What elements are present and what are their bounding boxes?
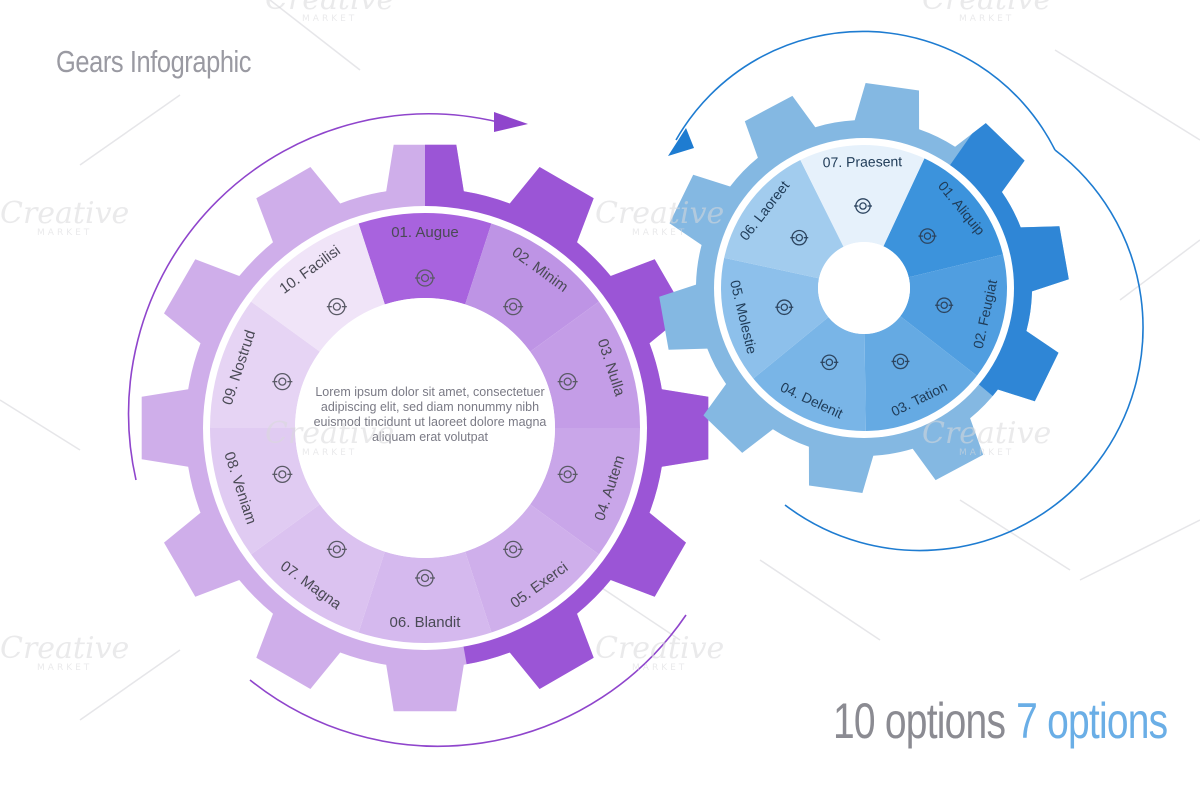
globe-icon — [503, 540, 524, 559]
rocket-icon — [820, 354, 839, 371]
option-count-ten: 10 options — [833, 693, 1006, 749]
blue-segment-label: 07. Praesent — [823, 153, 903, 170]
purple-segment-label: 06. Blandit — [390, 614, 462, 631]
purple-segment — [210, 301, 320, 428]
purple-segment — [358, 551, 492, 643]
watermark-logo: Creative MARKET — [0, 631, 130, 674]
blue-arrow-head-left — [668, 128, 694, 156]
purple-rotation-arrow-bottom — [249, 614, 687, 747]
blue-rotation-arrow-right — [784, 149, 1144, 552]
watermark-brand: Creative — [922, 416, 1052, 451]
shield-box-icon — [853, 198, 872, 214]
blue-segment — [883, 158, 1004, 278]
purple-segment — [210, 428, 320, 555]
hand-heart-icon — [775, 299, 794, 316]
hand-phone-icon — [557, 372, 578, 391]
watermark-logo: Creative MARKET — [922, 416, 1052, 459]
purple-segment — [358, 212, 492, 305]
tablet-circuit-icon — [918, 228, 937, 244]
watermark-brand: Creative — [265, 416, 395, 451]
star-badge-icon — [891, 353, 910, 370]
purple-segment — [530, 301, 640, 428]
clipboard-icon — [272, 465, 293, 484]
watermark-sub: MARKET — [37, 228, 93, 238]
watermark-logo: Creative MARKET — [265, 0, 394, 24]
page-title: Gears Infographic — [56, 44, 252, 79]
lightbulb-icon — [415, 269, 435, 287]
watermark-brand: Creative — [0, 196, 130, 231]
watermark-brand: Creative — [265, 0, 394, 15]
purple-center-text: Lorem ipsum dolor sit amet, consectetuer… — [313, 385, 547, 444]
watermark-brand: Creative — [595, 196, 725, 231]
purple-segment — [251, 223, 385, 352]
blue-rotation-arrow — [675, 30, 1056, 151]
watermark-brand: Creative — [0, 631, 130, 666]
target-icon — [935, 297, 954, 314]
purple-segment — [251, 504, 385, 633]
purple-rotation-arrow — [127, 113, 499, 481]
watermark-sub: MARKET — [959, 14, 1015, 24]
blue-segment — [721, 257, 829, 379]
watermark-sub: MARKET — [302, 14, 358, 24]
watermark-sub: MARKET — [302, 448, 358, 458]
delivery-truck-icon — [790, 229, 809, 246]
purple-center-text-box: Lorem ipsum dolor sit amet, consectetuer… — [313, 385, 547, 444]
blue-segment — [753, 317, 866, 432]
watermark-logo: Creative MARKET — [922, 0, 1051, 24]
watermark-logo: Creative MARKET — [265, 416, 395, 459]
watermark-brand: Creative — [922, 0, 1051, 15]
magnifier-analytics-icon — [326, 540, 347, 559]
purple-segment — [530, 428, 640, 555]
watermark-logo: Creative MARKET — [595, 631, 725, 674]
watermark-sub: MARKET — [959, 448, 1015, 458]
purple-segment-label: 01. Augue — [391, 224, 459, 241]
purple-segment — [465, 504, 599, 633]
watermark-sub: MARKET — [37, 663, 93, 673]
blue-segment — [900, 254, 1007, 376]
cog-icon — [415, 569, 435, 587]
watermark-brand: Creative — [595, 631, 725, 666]
purple-segment — [465, 223, 599, 352]
purple-gear-hole — [295, 298, 555, 558]
browser-settings-icon — [503, 297, 524, 316]
blue-segment — [864, 316, 977, 431]
blue-segment — [724, 159, 844, 279]
watermark-logo: Creative MARKET — [0, 196, 130, 239]
target-icon — [326, 297, 347, 316]
handshake-icon — [272, 372, 293, 391]
blue-segment — [800, 145, 925, 247]
watermark-logo: Creative MARKET — [595, 196, 725, 239]
watermark-sub: MARKET — [632, 228, 688, 238]
watermark-sub: MARKET — [632, 663, 688, 673]
network-nodes-icon — [557, 465, 578, 484]
blue-gear-hole — [818, 242, 910, 334]
option-count-seven: 7 options — [1016, 693, 1168, 749]
purple-arrow-head-top — [494, 112, 528, 132]
